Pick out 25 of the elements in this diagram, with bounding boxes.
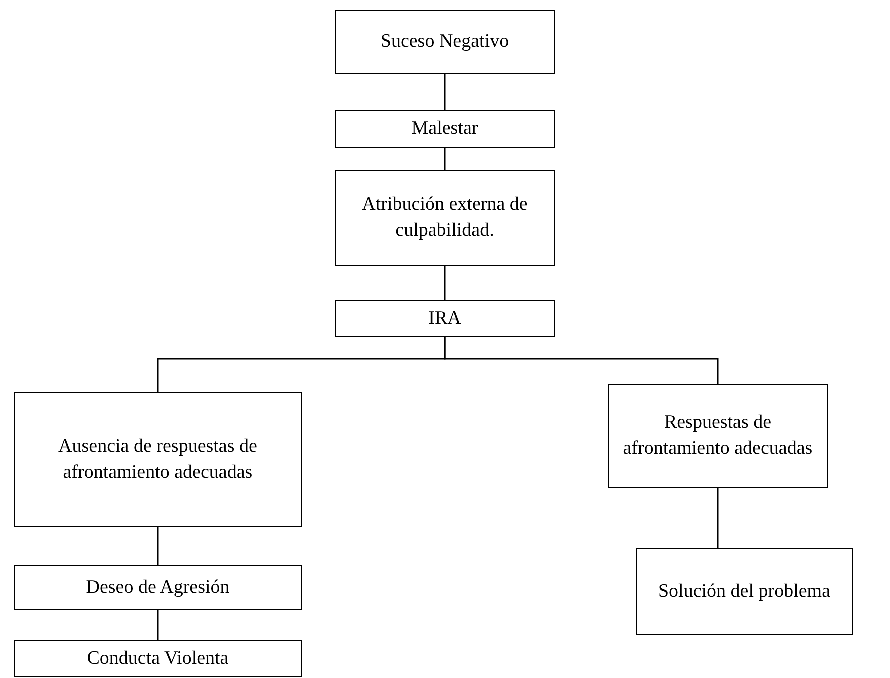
process-box — [14, 640, 302, 677]
connector-line — [717, 488, 719, 548]
box-label: Solución del problema — [658, 580, 831, 604]
connector-line — [444, 74, 446, 110]
box-label: Suceso Negativo — [380, 30, 510, 54]
connector-line — [444, 266, 446, 300]
process-box — [14, 565, 302, 610]
connector-line — [444, 148, 446, 170]
connector-line — [157, 610, 159, 640]
box-label: Atribución externa de culpabilidad. — [361, 193, 529, 243]
box-label: Malestar — [412, 117, 478, 142]
process-box — [335, 300, 555, 337]
process-box — [14, 392, 302, 527]
box-label: Deseo de Agresión — [86, 576, 230, 600]
process-box — [335, 10, 555, 74]
box-label: IRA — [428, 306, 462, 331]
process-box — [608, 384, 828, 488]
process-box — [335, 170, 555, 266]
process-box — [636, 548, 853, 635]
box-label: Conducta Violenta — [87, 646, 229, 671]
process-box — [335, 110, 555, 148]
box-label: Respuestas de afrontamiento adecuadas — [622, 411, 814, 461]
box-label: Ausencia de respuestas de afrontamiento adecuadas — [58, 434, 258, 484]
connector-line — [444, 337, 719, 384]
connector-line — [157, 527, 159, 565]
